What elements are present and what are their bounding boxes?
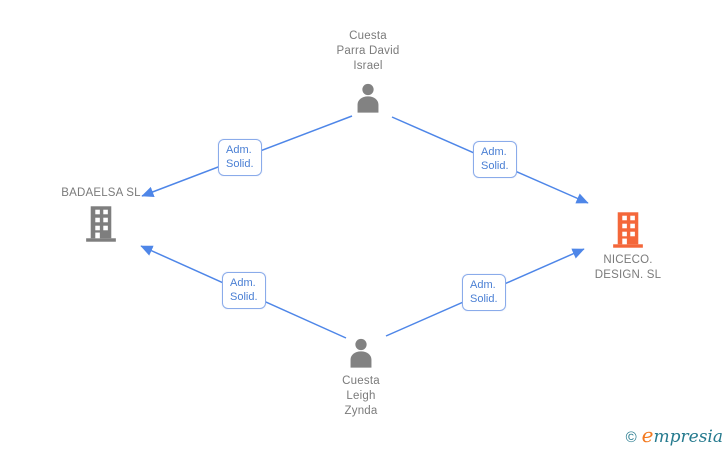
edge-label-line: Adm. [226, 144, 252, 156]
edge-label-adm-solid: Adm. Solid. [222, 272, 266, 309]
edge-label-line: Solid. [226, 158, 254, 170]
copyright-icon: © [625, 429, 637, 446]
company-name-line: DESIGN. SL [594, 269, 662, 281]
node-person-cuesta-leigh-zynda[interactable]: Cuesta Leigh Zynda [301, 336, 421, 419]
edge-label-adm-solid: Adm. Solid. [462, 274, 506, 311]
person-icon [357, 83, 379, 113]
node-person-cuesta-parra-david-israel[interactable]: Cuesta Parra David Israel [308, 29, 428, 114]
node-company-niceco-design[interactable]: NICECO. DESIGN. SL [568, 210, 688, 283]
person-name-line: Zynda [344, 405, 378, 417]
person-icon [350, 338, 372, 368]
brand-first-letter: e [641, 423, 654, 447]
person-name-line: Cuesta [342, 375, 380, 387]
company-name: BADAELSA SL [61, 187, 141, 199]
empresia-logo[interactable]: © empresia [626, 423, 723, 447]
building-icon [613, 212, 643, 248]
building-icon [86, 206, 116, 242]
person-name-line: Cuesta [349, 30, 387, 42]
node-company-badaelsa[interactable]: BADAELSA SL [40, 186, 162, 244]
edge-label-line: Adm. [481, 146, 507, 158]
empresia-brand-text: empresia [642, 423, 723, 447]
edge-label-line: Solid. [481, 160, 509, 172]
company-name-line: NICECO. [603, 254, 653, 266]
person-name-line: Leigh [346, 390, 376, 402]
edge-label-adm-solid: Adm. Solid. [473, 141, 517, 178]
edge-label-line: Solid. [230, 291, 258, 303]
edge-label-adm-solid: Adm. Solid. [218, 139, 262, 176]
person-name-line: Israel [353, 60, 383, 72]
brand-rest: mpresia [653, 427, 724, 447]
edge-label-line: Adm. [230, 277, 256, 289]
edge-label-line: Solid. [470, 293, 498, 305]
edge-label-line: Adm. [470, 279, 496, 291]
person-name-line: Parra David [336, 45, 400, 57]
